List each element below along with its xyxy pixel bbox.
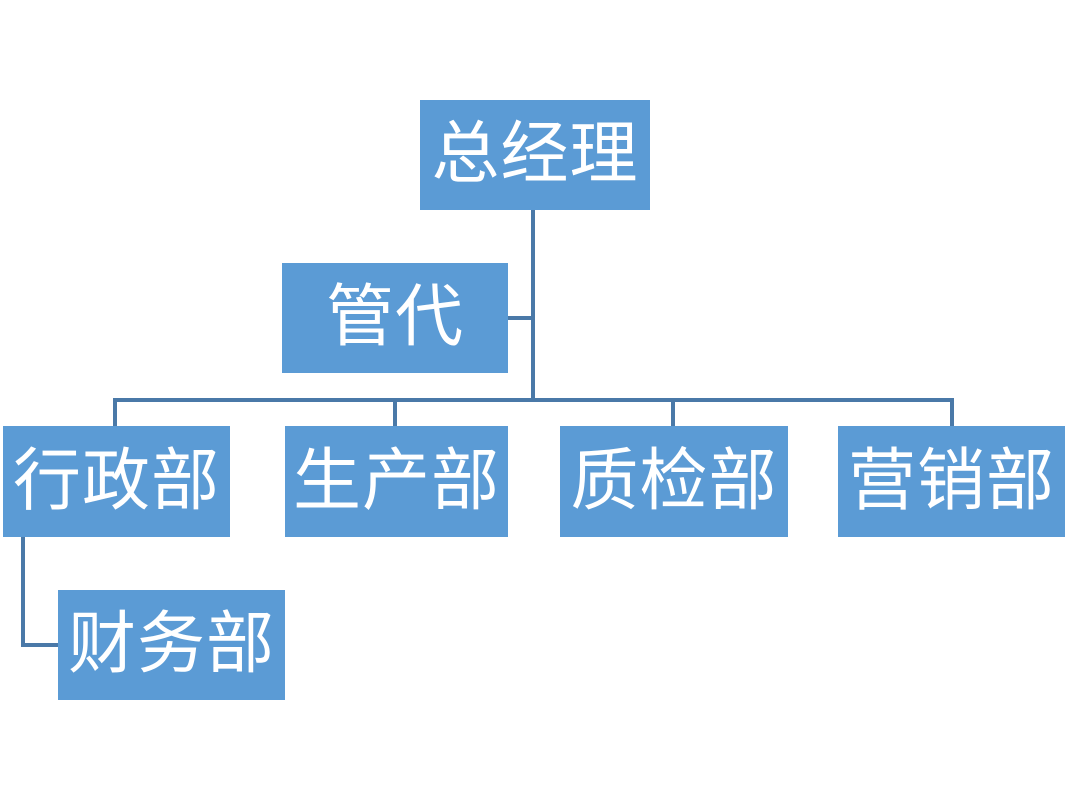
connector-finance-elbow-horizontal [21,643,58,647]
connector-drop-production-dept [393,398,397,426]
org-node-admin-dept: 行政部 [3,426,230,537]
org-node-management-rep: 管代 [282,263,508,373]
connector-drop-quality-dept [671,398,675,426]
connector-gm-to-distribution-line [531,210,535,402]
connector-distribution-line [113,398,954,402]
org-node-general-manager: 总经理 [420,100,650,210]
connector-drop-marketing-dept [950,398,954,426]
connector-drop-admin-dept [113,398,117,426]
connector-management-rep-branch [508,316,535,320]
connector-finance-elbow-vertical [21,537,25,647]
org-node-production-dept: 生产部 [285,426,508,537]
org-node-marketing-dept: 营销部 [838,426,1065,537]
org-node-quality-dept: 质检部 [560,426,788,537]
org-node-finance-dept: 财务部 [58,590,285,700]
